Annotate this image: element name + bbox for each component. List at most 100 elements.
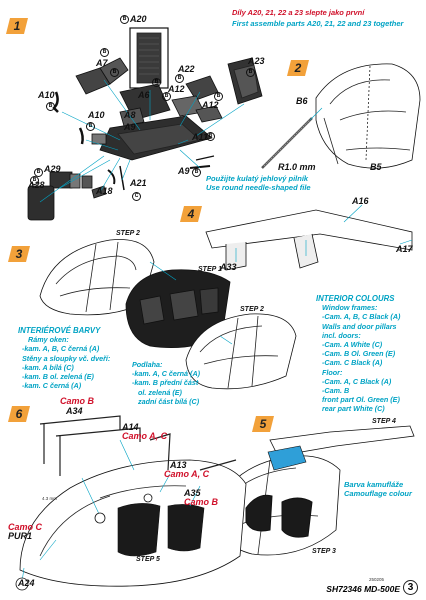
label-a12-right: A12 bbox=[202, 100, 219, 110]
floor-cz-line: -kam. A, C černá (A) bbox=[132, 369, 201, 379]
label-a18: A18 bbox=[96, 186, 113, 196]
label-b5: B5 bbox=[370, 162, 382, 172]
step5-label-step4: STEP 4 bbox=[372, 418, 396, 425]
footer-tiny-code: 250205 bbox=[368, 577, 384, 582]
step3-label-step1: STEP 1 bbox=[198, 266, 222, 273]
interior-en-line: -Cam. B Ol. Green (E) bbox=[322, 349, 396, 359]
floor-cz-line: ol. zelená (E) bbox=[138, 387, 182, 397]
floor-cz-line: zadní část bílá (C) bbox=[138, 396, 200, 406]
step-1-number: 1 bbox=[13, 19, 21, 33]
interior-en-line: front part Ol. Green (E) bbox=[322, 395, 400, 405]
step3-canopy-drawing bbox=[39, 239, 155, 316]
interior-en-line: -Cam. A, B, C Black (A) bbox=[322, 312, 401, 322]
interior-cz-line: Rámy oken: bbox=[28, 335, 69, 345]
label-pur1: PUR1 bbox=[8, 531, 33, 541]
step1-note-en: First assemble parts A20, 21, 22 and 23 … bbox=[232, 19, 404, 28]
step3-label-step2b: STEP 2 bbox=[240, 306, 264, 313]
label-a33: A33 bbox=[220, 262, 237, 272]
step1-note-cz: Díly A20, 21, 22 a 23 slepte jako první bbox=[232, 8, 365, 17]
label-a34: A34 bbox=[66, 406, 83, 416]
paint-code-marker: B bbox=[152, 78, 161, 87]
step4-drawing bbox=[205, 209, 413, 271]
paint-code-marker: B bbox=[30, 176, 39, 185]
label-a9-bottom: A9 bbox=[178, 166, 190, 176]
paint-code-marker: B bbox=[86, 122, 95, 131]
step-5-number: 5 bbox=[259, 417, 267, 431]
label-a10-bottom: A10 bbox=[88, 110, 105, 120]
footer-code: SH72346 MD-500E bbox=[326, 584, 400, 594]
interior-colours-en: INTERIOR COLOURS Window frames: -Cam. A,… bbox=[316, 294, 400, 414]
interior-cz-line: -kam. A bílá (C) bbox=[22, 362, 74, 372]
interior-cz-title: INTERIÉROVÉ BARVY bbox=[18, 326, 101, 335]
interior-cz-line: Stěny a sloupky vč. dveří: bbox=[22, 353, 111, 363]
label-a10-top: A10 bbox=[38, 90, 55, 100]
interior-en-line: Floor: bbox=[322, 367, 343, 377]
interior-cz-line: -kam. A, B, C černá (A) bbox=[22, 344, 100, 354]
label-a13: A13 bbox=[170, 460, 187, 470]
paint-code-marker: C bbox=[132, 192, 141, 201]
step5-label-step3: STEP 3 bbox=[312, 548, 336, 555]
step3-label-step2a: STEP 2 bbox=[116, 230, 140, 237]
interior-colours-cz: INTERIÉROVÉ BARVY Rámy oken: -kam. A, B,… bbox=[18, 326, 110, 390]
interior-en-line: -Cam. B bbox=[322, 386, 350, 396]
interior-en-line: incl. doors: bbox=[322, 330, 361, 340]
camo-ac-mid: Camo A, C bbox=[164, 469, 210, 479]
label-a9-top: A9 bbox=[124, 122, 136, 132]
step5-note-en: Camouflage colour bbox=[344, 489, 412, 498]
paint-code-marker: B bbox=[100, 48, 109, 57]
paint-code-marker: B bbox=[192, 168, 201, 177]
step-4-number: 4 bbox=[187, 207, 195, 221]
paint-code-marker: B bbox=[110, 68, 119, 77]
step3-canopy-final-drawing bbox=[185, 313, 297, 390]
step2-canopy-drawing bbox=[315, 63, 421, 169]
label-a11: A11 bbox=[192, 132, 208, 142]
step-1-badge: 1 bbox=[6, 18, 28, 34]
paint-code-marker: B bbox=[162, 92, 171, 101]
label-a24: A24 bbox=[18, 578, 35, 588]
label-a21: A21 bbox=[130, 178, 147, 188]
step6-skids bbox=[39, 415, 237, 476]
camouflage-colour-patch bbox=[267, 445, 307, 471]
label-a29: A29 bbox=[44, 164, 61, 174]
label-a20: A20 bbox=[130, 14, 147, 24]
step6-dimension: 4.3 mm bbox=[42, 496, 58, 501]
paint-code-marker: B bbox=[34, 168, 43, 177]
paint-code-marker: B bbox=[246, 68, 255, 77]
label-a22: A22 bbox=[178, 64, 195, 74]
camo-b-top: Camo B bbox=[60, 396, 95, 406]
interior-en-line: -Cam. C Black (A) bbox=[322, 358, 383, 368]
interior-en-line: -Cam. A, C Black (A) bbox=[322, 376, 392, 386]
rotor-head bbox=[15, 493, 153, 591]
step-6-badge: 6 bbox=[8, 406, 30, 422]
page-number: 3 bbox=[403, 580, 418, 595]
interior-cz-line: -kam. B ol. zelená (E) bbox=[22, 372, 94, 382]
interior-en-title: INTERIOR COLOURS bbox=[316, 294, 395, 303]
step5-window-openings bbox=[245, 494, 313, 538]
step3-interior-drawing bbox=[125, 269, 231, 348]
label-a12-left: A12 bbox=[168, 84, 185, 94]
step-3-number: 3 bbox=[15, 247, 23, 261]
label-a28: A28 bbox=[28, 180, 45, 190]
label-b6: B6 bbox=[296, 96, 308, 106]
paint-code-marker: B bbox=[206, 132, 215, 141]
step-3-badge: 3 bbox=[8, 246, 30, 262]
floor-cz-line: -kam. B přední část bbox=[132, 378, 199, 388]
camo-ac-top: Camo A, C bbox=[122, 431, 168, 441]
step5-note-cz: Barva kamufláže bbox=[344, 480, 404, 489]
label-a8: A8 bbox=[124, 110, 136, 120]
paint-code-marker: B bbox=[214, 92, 223, 101]
interior-en-line: rear part White (C) bbox=[322, 404, 385, 414]
step6-label-step5: STEP 5 bbox=[136, 556, 160, 563]
floor-cz-line: Podlaha: bbox=[132, 360, 163, 369]
step2-note-cz: Použijte kulatý jehlový pilník bbox=[206, 174, 309, 183]
camo-c: Camo C bbox=[8, 522, 43, 532]
interior-en-line: -Cam. A White (C) bbox=[322, 340, 383, 350]
step-2-number: 2 bbox=[294, 61, 302, 75]
paint-code-marker: B bbox=[46, 102, 55, 111]
interior-cz-line: -kam. C černá (A) bbox=[22, 381, 82, 391]
label-a7: A7 bbox=[96, 58, 108, 68]
step2-note-en: Use round needle-shaped file bbox=[206, 183, 311, 192]
label-a16: A16 bbox=[352, 196, 369, 206]
paint-code-marker: B bbox=[175, 74, 184, 83]
step-5-badge: 5 bbox=[252, 416, 274, 432]
